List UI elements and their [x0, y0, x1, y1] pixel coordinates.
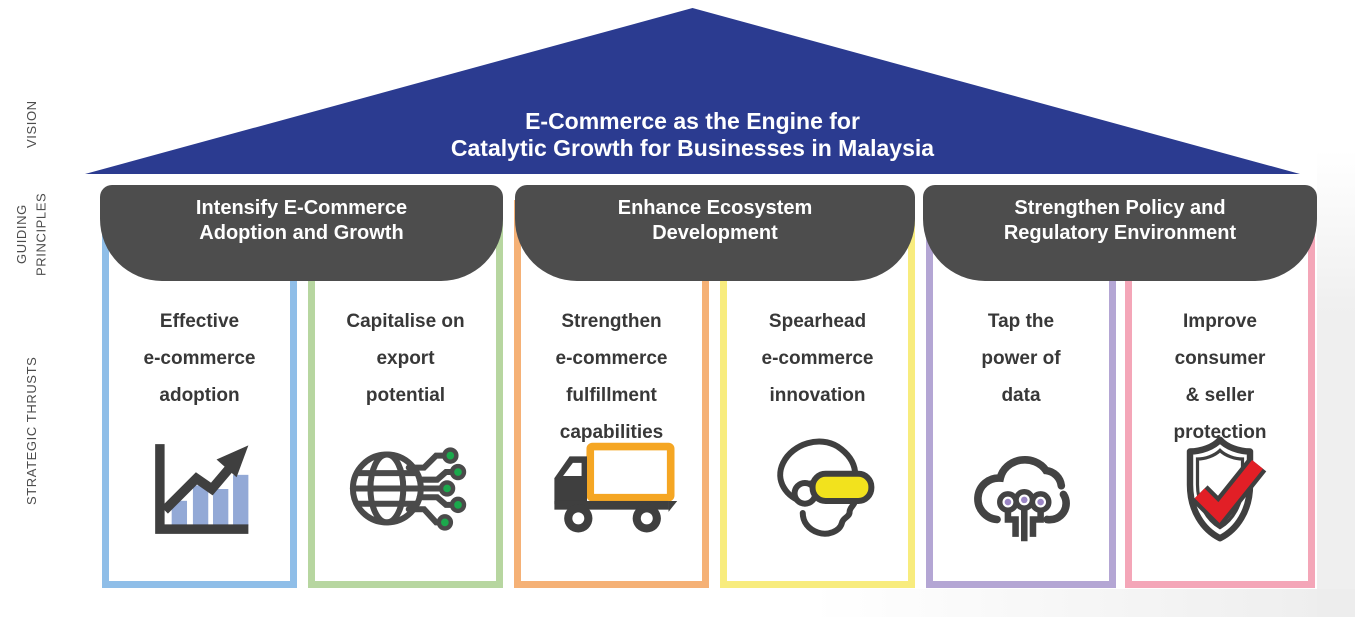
guiding-principle-header-3: Strengthen Policy and Regulatory Environ… — [923, 185, 1317, 281]
vision-title: E-Commerce as the Engine for Catalytic G… — [450, 107, 935, 162]
bottom-edge-shade — [813, 589, 1355, 617]
thrust-title: Capitalise on export potential — [346, 311, 465, 407]
thrust-title: Spearhead e-commerce innovation — [761, 311, 874, 407]
strategic-thrusts-row-label: STRATEGIC THRUSTS — [24, 356, 39, 506]
guiding-principles-row-label: GUIDING PRINCIPLES — [14, 192, 49, 276]
shield-check-icon — [1150, 429, 1290, 549]
cloud-data-icon — [951, 429, 1091, 549]
thrust-title: Improve consumer & seller protection — [1173, 311, 1267, 444]
globe-circuit-icon — [336, 429, 476, 549]
guiding-principle-label: Strengthen Policy and Regulatory Environ… — [1003, 197, 1237, 244]
bar-chart-growth-icon — [130, 429, 270, 549]
vision-row-label: VISION — [24, 100, 39, 148]
delivery-truck-icon — [542, 429, 682, 549]
thrust-title: Strengthen e-commerce fulfillment capabi… — [555, 311, 668, 444]
guiding-principle-label: Enhance Ecosystem Development — [617, 197, 813, 244]
right-edge-shade — [1317, 150, 1355, 617]
vr-headset-head-icon — [748, 429, 888, 549]
thrust-title: Effective e-commerce adoption — [143, 311, 256, 407]
guiding-principle-label: Intensify E-Commerce Adoption and Growth — [195, 197, 408, 244]
guiding-principle-header-1: Intensify E-Commerce Adoption and Growth — [100, 185, 503, 281]
vision-roof-triangle: E-Commerce as the Engine for Catalytic G… — [85, 8, 1300, 174]
guiding-principle-header-2: Enhance Ecosystem Development — [515, 185, 915, 281]
thrust-title: Tap the power of data — [981, 311, 1061, 407]
